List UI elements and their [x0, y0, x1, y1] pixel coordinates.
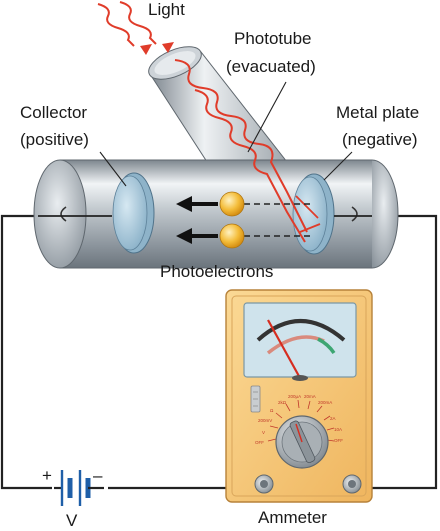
dial-mark: 2A — [330, 416, 336, 421]
collector-label: Collector — [20, 103, 87, 122]
dial-mark: 200μA — [288, 394, 301, 399]
dial-mark: OFF — [255, 440, 264, 445]
electron-sphere-icon — [219, 223, 245, 249]
dial-ticks — [267, 399, 335, 442]
metal-plate-label: Metal plate — [336, 103, 419, 122]
light-label: Light — [148, 0, 185, 19]
collector-disc — [38, 172, 155, 254]
ammeter-label: Ammeter — [258, 508, 327, 527]
meter-needle — [267, 319, 301, 379]
dial-mark: 200mV — [258, 418, 272, 423]
needle-pivot — [292, 375, 308, 381]
photoelectrons-label: Photoelectrons — [160, 262, 273, 281]
light-rays — [97, 1, 321, 243]
phototube-sublabel: (evacuated) — [226, 57, 316, 76]
collector-sublabel: (positive) — [20, 130, 89, 149]
battery-plus-label: + — [42, 466, 52, 485]
dial-mark: 2kΩ — [278, 400, 287, 405]
left-arrow-icon — [176, 228, 218, 244]
voltage-label: V — [66, 511, 78, 530]
metal-plate-sublabel: (negative) — [342, 130, 418, 149]
electron-sphere-icon — [219, 191, 245, 217]
label-leaders — [99, 81, 353, 187]
dial-mark: V — [262, 430, 265, 435]
dial-mark: 20mA — [304, 394, 316, 399]
battery-minus-label: – — [93, 466, 103, 485]
battery-icon — [52, 470, 108, 506]
dial-mark: 200mA — [318, 400, 332, 405]
meter-scale-outer — [256, 319, 346, 342]
photoelectron-paths — [244, 203, 312, 237]
dial-mark: 10A — [334, 427, 342, 432]
dial-mark: OFF — [334, 438, 343, 443]
right-connector-icon — [351, 206, 358, 222]
meter-scale-high — [317, 337, 336, 354]
phototube-body — [33, 159, 399, 269]
dial-mark: Ω — [270, 408, 274, 413]
left-connector-icon — [60, 206, 67, 222]
screw-icon[interactable] — [254, 474, 274, 494]
ammeter: OFF V 200mV Ω 2kΩ 200μA 20mA 200mA 2A 10… — [225, 289, 373, 503]
left-arrow-icon — [176, 196, 218, 212]
phototube-label: Phototube — [234, 29, 312, 48]
range-selector-knob[interactable] — [275, 415, 329, 469]
light-ray-arrowheads — [140, 42, 174, 55]
screw-icon[interactable] — [342, 474, 362, 494]
